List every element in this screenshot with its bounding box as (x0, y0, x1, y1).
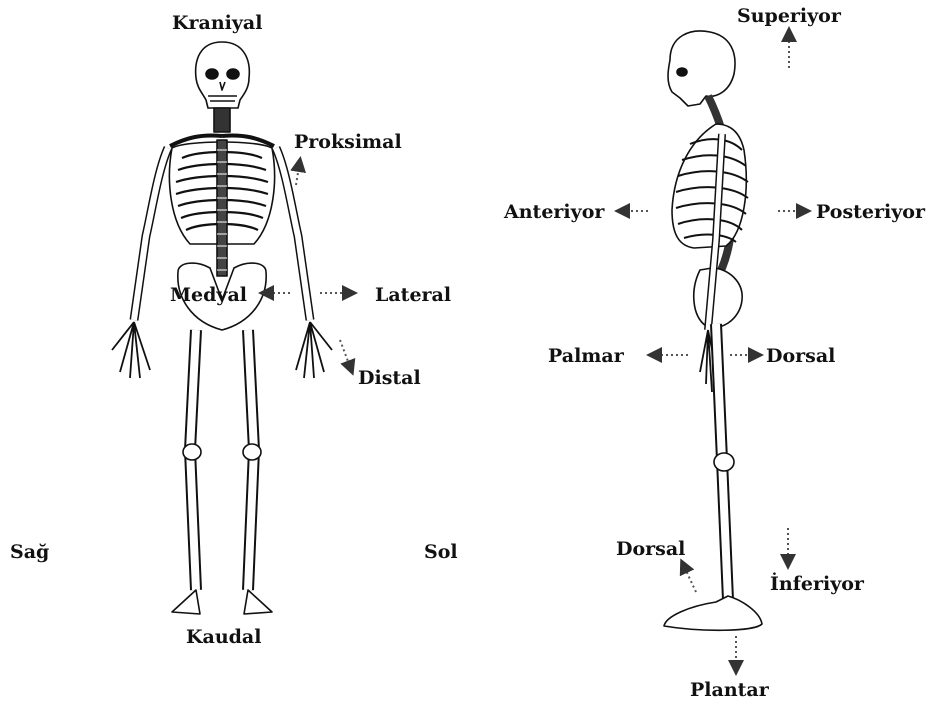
label-sag: Sağ (10, 541, 49, 563)
label-distal: Distal (358, 367, 421, 389)
label-anteriyor: Anteriyor (504, 201, 604, 223)
label-palmar: Palmar (548, 345, 624, 367)
label-superiyor: Superiyor (737, 5, 841, 27)
front-skeleton (112, 42, 332, 614)
label-plantar: Plantar (690, 679, 769, 701)
label-dorsal-foot: Dorsal (616, 538, 685, 560)
label-kaudal: Kaudal (186, 626, 261, 648)
label-sol: Sol (424, 541, 458, 563)
label-proksimal: Proksimal (294, 131, 402, 153)
label-medyal: Medyal (170, 284, 247, 306)
label-lateral: Lateral (375, 284, 451, 306)
label-posteriyor: Posteriyor (816, 201, 925, 223)
label-kraniyal: Kraniyal (172, 12, 262, 34)
label-dorsal-hand: Dorsal (766, 345, 835, 367)
label-inferiyor: İnferiyor (770, 573, 864, 595)
